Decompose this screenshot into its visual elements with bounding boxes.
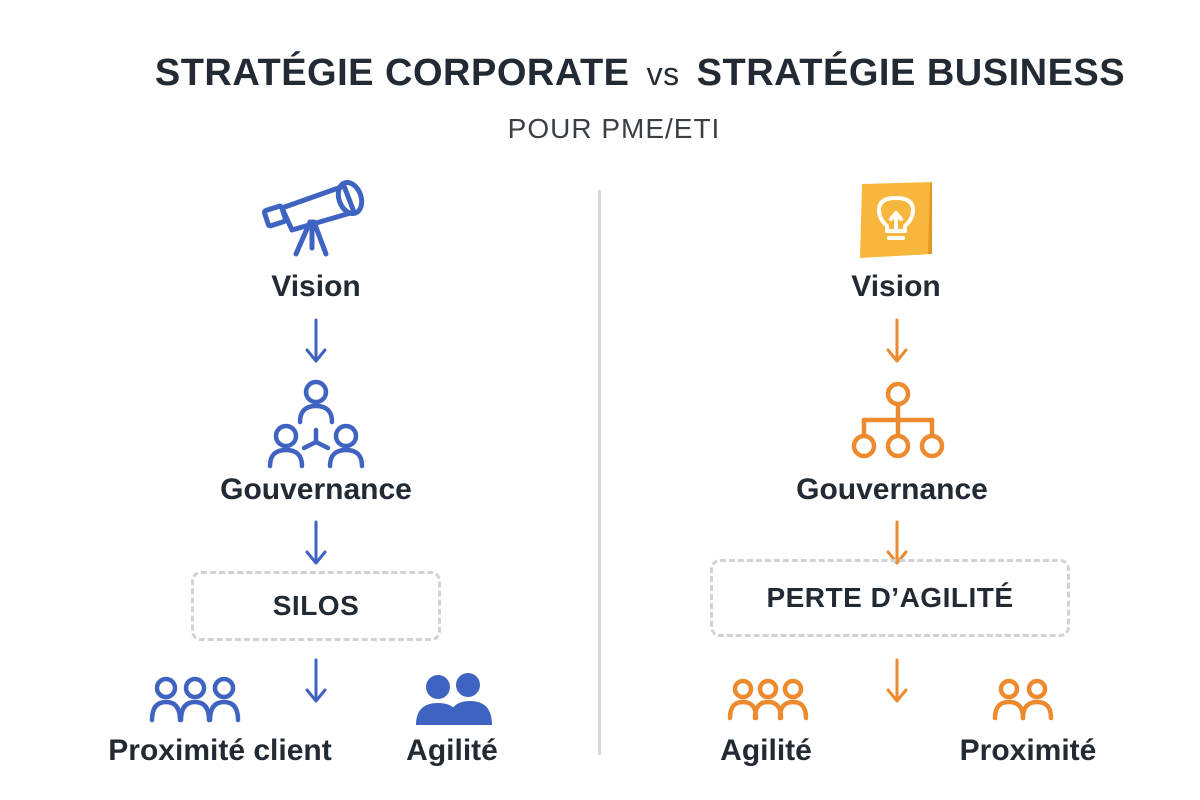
corporate-arrow-2 — [305, 520, 327, 565]
team-hierarchy-icon — [267, 379, 365, 469]
corporate-arrow-1 — [305, 318, 327, 363]
business-agility-loss-box: PERTE D’AGILITÉ — [710, 559, 1070, 637]
users-solid-icon — [416, 673, 492, 725]
business-outcome-agility: Agilité — [720, 734, 812, 767]
corporate-governance-label: Gouvernance — [220, 473, 412, 506]
group-outline-icon — [727, 678, 809, 721]
title-business: STRATÉGIE BUSINESS — [696, 52, 1126, 94]
group-outline-icon — [149, 676, 241, 723]
corporate-arrow-3 — [305, 658, 327, 703]
business-arrow-2 — [886, 520, 908, 565]
business-arrow-1 — [886, 318, 908, 363]
agility-loss-label: PERTE D’AGILITÉ — [766, 582, 1014, 613]
business-outcome-proximity: Proximité — [959, 734, 1097, 767]
column-divider — [598, 190, 601, 755]
lightbulb-icon — [860, 182, 932, 258]
corporate-silos-box: SILOS — [191, 571, 441, 641]
corporate-outcome-client: Proximité client — [108, 734, 332, 767]
telescope-icon — [261, 180, 365, 257]
corporate-vision-label: Vision — [271, 270, 361, 303]
page-title: STRATÉGIE CORPORATE vs STRATÉGIE BUSINES… — [0, 52, 1200, 95]
org-chart-icon — [851, 381, 945, 459]
pair-outline-icon — [992, 678, 1054, 721]
silos-label: SILOS — [272, 590, 360, 621]
title-vs: vs — [646, 56, 680, 92]
business-vision-label: Vision — [851, 270, 941, 303]
business-arrow-3 — [886, 658, 908, 703]
corporate-outcome-agility: Agilité — [406, 734, 498, 767]
page-subtitle: POUR PME/ETI — [507, 113, 721, 144]
business-governance-label: Gouvernance — [796, 473, 988, 506]
title-corporate: STRATÉGIE CORPORATE — [154, 52, 630, 94]
